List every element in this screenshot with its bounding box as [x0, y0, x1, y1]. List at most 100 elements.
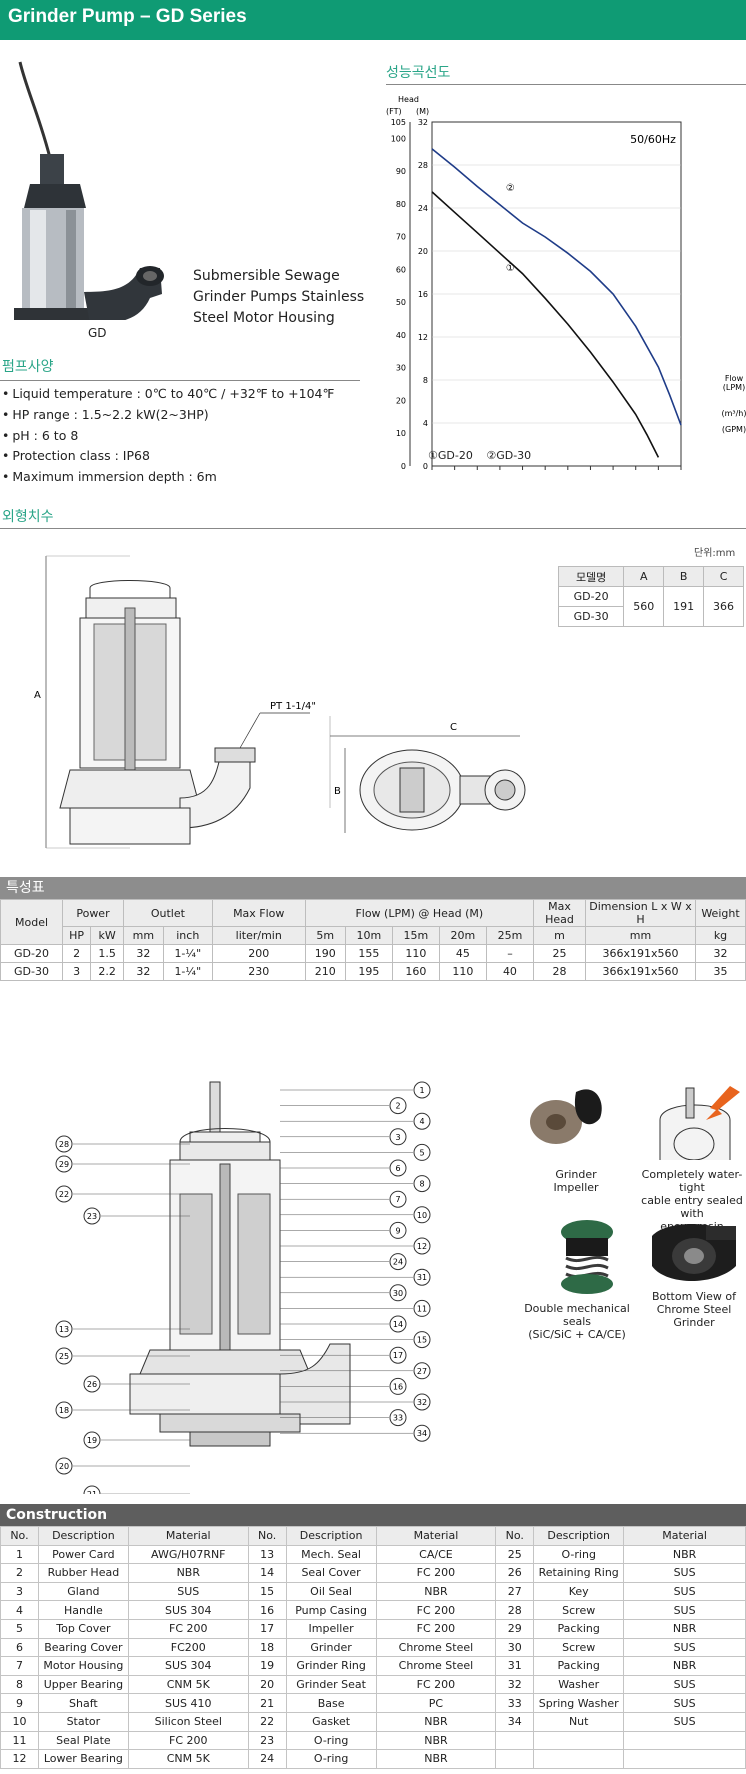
construction-cell: 31: [495, 1656, 535, 1676]
series-line-2: [431, 148, 682, 426]
callout-circle: [83, 1485, 101, 1494]
callout-number: 16: [393, 1382, 403, 1391]
construction-cell: SUS: [623, 1674, 746, 1695]
construction-cell: 12: [0, 1749, 39, 1769]
legend-label-1: GD-20: [437, 449, 473, 462]
construction-cell: Pump Casing: [285, 1600, 377, 1620]
callout-number: 30: [393, 1289, 403, 1298]
spec-item: Liquid temperature : 0℃ to 40℃ / +32℉ to…: [2, 384, 334, 405]
construction-cell: FC 200: [375, 1674, 497, 1695]
callout-number: 32: [417, 1398, 427, 1407]
callout-circle: [413, 1331, 431, 1349]
callout-circle: [83, 1431, 101, 1449]
construction-cell: 26: [495, 1563, 535, 1583]
callout-circle: [55, 1320, 73, 1338]
construction-cell: Shaft: [37, 1693, 129, 1713]
callout-number: 28: [59, 1140, 69, 1149]
callout-circle: [55, 1401, 73, 1419]
construction-header: Material: [623, 1526, 746, 1546]
table-row: GD-30 3 2.2 32 1-¼" 230 210 195 160 110 …: [0, 962, 746, 981]
spec-rule: [0, 380, 360, 381]
construction-cell: O-ring: [533, 1544, 625, 1565]
construction-cell: Rubber Head: [37, 1563, 129, 1583]
model-label: GD: [88, 326, 107, 340]
char-subheader: m: [533, 926, 586, 945]
tick-labels: 0204060801001201401601802002200123456789…: [391, 118, 682, 470]
spec-item: Maximum immersion depth : 6m: [2, 467, 334, 488]
construction-cell: NBR: [375, 1730, 497, 1751]
construction-cell: [623, 1749, 746, 1769]
y-tick-m: 24: [418, 204, 428, 213]
construction-cell: [495, 1749, 535, 1769]
dim-model: GD-30: [557, 606, 625, 627]
spec-item: HP range : 1.5~2.2 kW(2~3HP): [2, 405, 334, 426]
construction-cell: SUS: [623, 1637, 746, 1658]
char-subheader: HP: [61, 926, 92, 945]
dim-header: A: [623, 566, 665, 587]
char-subheader: kW: [90, 926, 124, 945]
impeller-photo: [530, 1089, 602, 1144]
construction-cell: 6: [0, 1637, 39, 1658]
construction-cell: Screw: [533, 1600, 625, 1620]
pump-photo: [14, 61, 164, 320]
callout-number: 5: [419, 1148, 424, 1157]
construction-cell: FC 200: [127, 1730, 249, 1751]
y-tick-ft: 40: [396, 331, 406, 340]
construction-cell: Motor Housing: [37, 1656, 129, 1676]
callout-circle: [55, 1347, 73, 1365]
construction-cell: 22: [247, 1711, 287, 1732]
char-subheader: 25m: [485, 926, 535, 945]
construction-cell: CNM 5K: [127, 1749, 249, 1769]
callout-circle: [83, 1207, 101, 1225]
y-tick-m: 12: [418, 333, 428, 342]
y-tick-ft: 50: [396, 298, 406, 307]
construction-cell: Handle: [37, 1600, 129, 1620]
dimension-drawing: A PT 1-1/4" C B: [34, 555, 526, 849]
ylabel-head: Head: [398, 95, 419, 104]
construction-cell: 3: [0, 1581, 39, 1602]
callout-circle: [389, 1409, 407, 1427]
construction-cell: Gasket: [285, 1711, 377, 1732]
callout-number: 18: [59, 1406, 69, 1415]
cross-section-drawing: 2829222313252618192021 12435687109122431…: [55, 1081, 431, 1494]
construction-cell: Key: [533, 1581, 625, 1602]
construction-cell: 8: [0, 1674, 39, 1695]
outlet-label: PT 1-1/4": [270, 701, 316, 712]
callout-number: 2: [395, 1102, 400, 1111]
construction-cell: CA/CE: [375, 1544, 497, 1565]
callout-number: 8: [419, 1180, 424, 1189]
callout-circle: [413, 1175, 431, 1193]
y-tick-m: 32: [418, 118, 428, 127]
page-title: Grinder Pump – GD Series: [8, 6, 247, 27]
construction-cell: 23: [247, 1730, 287, 1751]
callout-number: 25: [59, 1352, 69, 1361]
construction-cell: [623, 1730, 746, 1751]
construction-header: Description: [37, 1526, 129, 1546]
y-tick-ft: 20: [396, 396, 406, 405]
construction-cell: Oil Seal: [285, 1581, 377, 1602]
construction-cell: 5: [0, 1618, 39, 1639]
callout-number: 33: [393, 1414, 403, 1423]
construction-cell: SUS 304: [127, 1600, 249, 1620]
construction-header: Material: [375, 1526, 497, 1546]
curve-rule: [386, 84, 746, 85]
char-subheader: mm: [585, 926, 696, 945]
char-header: Max Flow: [211, 899, 306, 927]
construction-cell: 11: [0, 1730, 39, 1751]
construction-cell: O-ring: [285, 1730, 377, 1751]
construction-cell: 33: [495, 1693, 535, 1713]
construction-cell: Nut: [533, 1711, 625, 1732]
callout-circle: [389, 1346, 407, 1364]
callout-circle: [413, 1112, 431, 1130]
callout-circle: [55, 1155, 73, 1173]
construction-cell: 34: [495, 1711, 535, 1732]
y-tick-ft: 30: [396, 364, 406, 373]
construction-cell: 28: [495, 1600, 535, 1620]
y-tick-m: 8: [423, 376, 428, 385]
callout-circle: [413, 1362, 431, 1380]
